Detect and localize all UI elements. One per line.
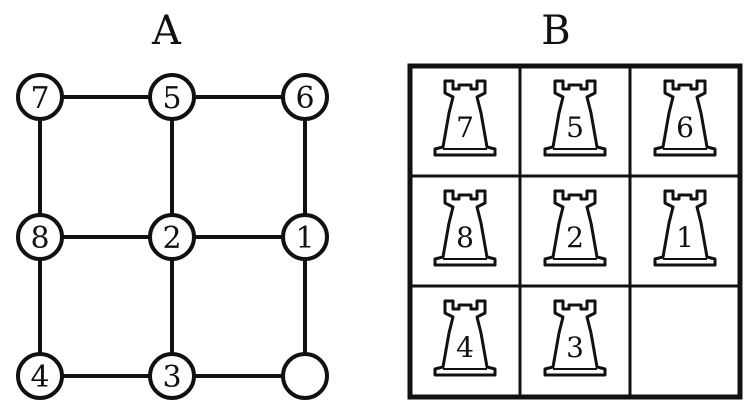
board-piece[interactable]: 1 <box>653 189 717 267</box>
node-label: 4 <box>30 360 49 395</box>
diagram-a-node: 8 <box>16 213 64 261</box>
piece-label: 6 <box>676 111 694 144</box>
board-empty-cell[interactable] <box>635 291 735 391</box>
diagram-a-node: 4 <box>16 352 64 400</box>
diagram-b-title: B <box>541 8 570 54</box>
piece-label: 2 <box>566 221 584 254</box>
diagram-a: A 7 5 6 8 2 <box>16 8 329 400</box>
diagram-a-node: 1 <box>281 213 329 261</box>
board-piece[interactable]: 2 <box>543 189 607 267</box>
node-label: 3 <box>162 360 181 395</box>
diagram-a-node: 6 <box>281 73 329 121</box>
piece-label: 5 <box>566 111 584 144</box>
board-piece[interactable]: 8 <box>433 189 497 267</box>
board-grid <box>410 66 740 397</box>
diagram-a-node: 5 <box>148 73 196 121</box>
node-label: 6 <box>295 81 314 116</box>
board-piece[interactable]: 3 <box>543 299 607 377</box>
diagram-a-node: 7 <box>16 73 64 121</box>
diagram-a-node: 3 <box>148 352 196 400</box>
node-label: 1 <box>295 221 314 256</box>
node-label: 2 <box>162 221 181 256</box>
diagram-a-title: A <box>151 8 182 54</box>
piece-label: 3 <box>566 331 584 364</box>
node-label: 5 <box>162 81 181 116</box>
node-label: 8 <box>30 221 49 256</box>
piece-label: 1 <box>676 221 694 254</box>
node-label: 7 <box>30 81 49 116</box>
piece-label: 4 <box>456 331 474 364</box>
board-piece[interactable]: 5 <box>543 79 607 157</box>
diagram-a-node: 2 <box>148 213 196 261</box>
board-piece[interactable]: 6 <box>653 79 717 157</box>
piece-label: 7 <box>456 111 474 144</box>
board-piece[interactable]: 7 <box>433 79 497 157</box>
diagram-b: B 7 5 6 <box>407 8 743 400</box>
board-piece[interactable]: 4 <box>433 299 497 377</box>
diagram-a-node-empty <box>281 352 329 400</box>
piece-label: 8 <box>456 221 474 254</box>
